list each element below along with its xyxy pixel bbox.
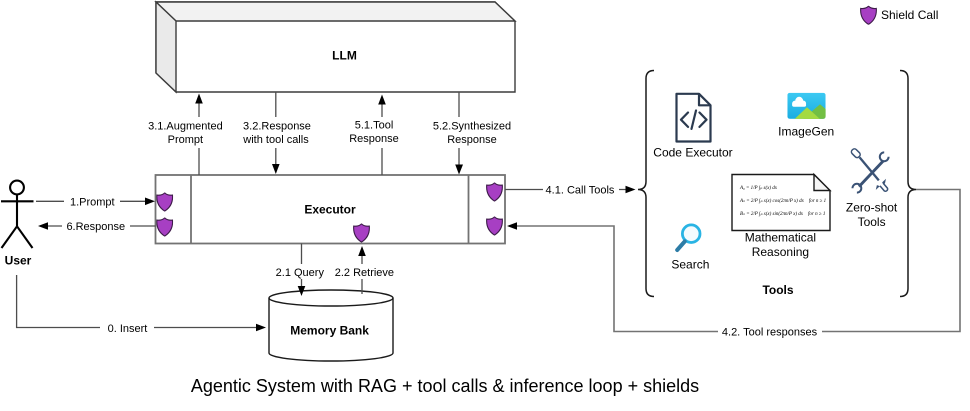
svg-text:3.1.Augmented: 3.1.Augmented [148, 120, 223, 132]
svg-text:Search: Search [671, 258, 709, 272]
svg-text:Bₙ = 2/P ∫ₚ s(x) sin(2πn/P x): Bₙ = 2/P ∫ₚ s(x) sin(2πn/P x) dx for n ≥… [740, 211, 825, 217]
svg-text:Memory Bank: Memory Bank [290, 324, 369, 338]
svg-text:5.2.Synthesized: 5.2.Synthesized [433, 120, 511, 132]
svg-text:2.1 Query: 2.1 Query [276, 267, 325, 279]
svg-text:4.2. Tool responses: 4.2. Tool responses [722, 327, 818, 339]
svg-text:Response: Response [349, 133, 399, 145]
svg-text:Reasoning: Reasoning [752, 245, 809, 259]
svg-text:2.2 Retrieve: 2.2 Retrieve [335, 267, 394, 279]
svg-text:Tools: Tools [762, 283, 793, 297]
svg-text:1.Prompt: 1.Prompt [70, 196, 115, 208]
svg-text:User: User [5, 254, 32, 268]
svg-text:Shield Call: Shield Call [881, 8, 938, 22]
svg-text:Prompt: Prompt [168, 134, 203, 146]
svg-text:Aₙ = 2/P ∫ₚ s(x) cos(2πn/P x): Aₙ = 2/P ∫ₚ s(x) cos(2πn/P x) dx for n ≥… [739, 198, 826, 204]
svg-text:Agentic System with RAG + tool: Agentic System with RAG + tool calls & i… [191, 376, 699, 396]
svg-text:0. Insert: 0. Insert [108, 323, 148, 335]
svg-text:6.Response: 6.Response [66, 221, 125, 233]
svg-text:ImageGen: ImageGen [778, 125, 834, 139]
svg-text:Mathematical: Mathematical [745, 231, 816, 245]
svg-text:A₀ = 1/P ∫ₚ s(x) dx: A₀ = 1/P ∫ₚ s(x) dx [739, 185, 778, 191]
svg-text:Tools: Tools [858, 215, 886, 229]
svg-text:with tool calls: with tool calls [242, 134, 309, 146]
svg-text:3.2.Response: 3.2.Response [243, 120, 311, 132]
svg-text:Executor: Executor [304, 203, 356, 217]
svg-text:4.1. Call Tools: 4.1. Call Tools [546, 185, 615, 197]
svg-text:5.1.Tool: 5.1.Tool [355, 119, 394, 131]
svg-text:Response: Response [447, 134, 497, 146]
svg-text:Code Executor: Code Executor [653, 146, 732, 160]
svg-text:LLM: LLM [332, 49, 357, 63]
svg-text:Zero-shot: Zero-shot [846, 201, 898, 215]
